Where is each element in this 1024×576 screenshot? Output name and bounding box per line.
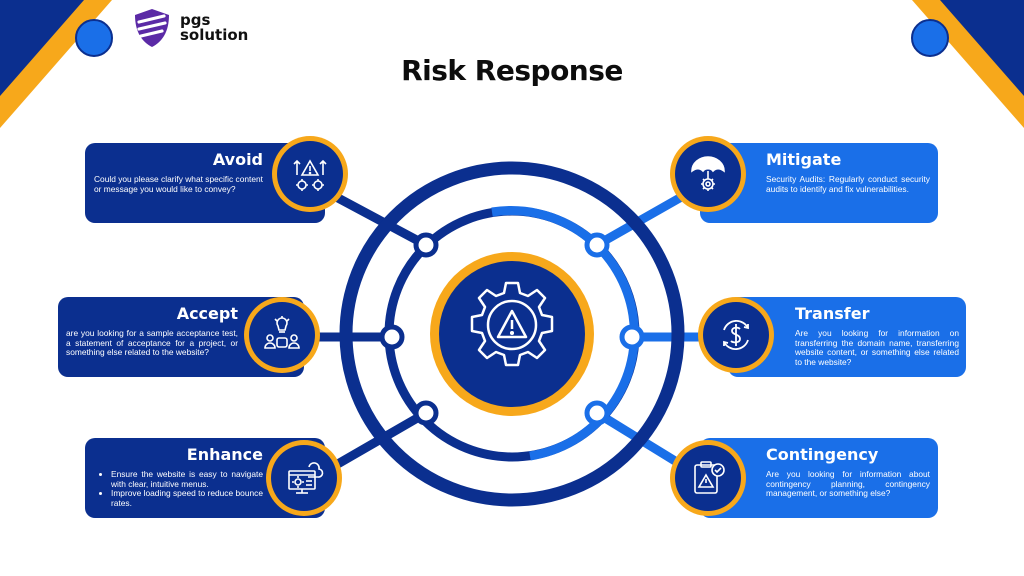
card-text-accept: are you looking for a sample acceptance … — [66, 328, 238, 357]
shield-logo-icon — [135, 9, 169, 47]
card-contingency: Contingency Are you looking for informat… — [700, 438, 938, 518]
gear-warning-icon — [470, 281, 554, 367]
umbrella-gear-icon — [691, 156, 725, 191]
badge-avoid — [272, 136, 348, 212]
corner-decoration-left — [0, 0, 113, 128]
card-text-mitigate: Security Audits: Regularly conduct secur… — [766, 174, 930, 194]
card-bullets-enhance: Ensure the website is easy to navigate w… — [101, 469, 263, 508]
card-title-avoid: Avoid — [212, 150, 263, 169]
dollar-transfer-icon — [723, 319, 749, 351]
website-settings-icon — [288, 462, 324, 494]
card-title-transfer: Transfer — [795, 304, 870, 323]
middle-ring-light-arc — [491, 206, 639, 461]
card-text-transfer: Are you looking for information on trans… — [795, 328, 959, 367]
page-title: Risk Response — [401, 54, 623, 87]
clipboard-warning-icon — [694, 461, 725, 494]
brand-logo: pgs solution — [130, 6, 248, 50]
card-bullet-enhance-2: Improve loading speed to reduce bounce r… — [111, 488, 263, 508]
badge-enhance — [266, 440, 342, 516]
badge-mitigate — [670, 136, 746, 212]
card-bullet-enhance-1: Ensure the website is easy to navigate w… — [111, 469, 263, 489]
card-title-accept: Accept — [176, 304, 238, 323]
corner-decoration-right — [911, 0, 1024, 128]
outer-ring — [339, 161, 685, 507]
ring-nodes — [379, 232, 645, 426]
card-text-avoid: Could you please clarify what specific c… — [94, 174, 263, 194]
badge-contingency — [670, 440, 746, 516]
card-title-mitigate: Mitigate — [766, 150, 842, 169]
brand-name-line1: pgs — [180, 11, 211, 29]
risk-avoid-icon — [293, 159, 327, 191]
card-title-contingency: Contingency — [766, 445, 879, 464]
acceptance-idea-icon — [264, 316, 300, 349]
card-title-enhance: Enhance — [186, 445, 263, 464]
card-text-contingency: Are you looking for information about co… — [766, 469, 930, 498]
badge-transfer — [698, 297, 774, 373]
brand-name-line2: solution — [180, 26, 249, 44]
badge-accept — [244, 297, 320, 373]
